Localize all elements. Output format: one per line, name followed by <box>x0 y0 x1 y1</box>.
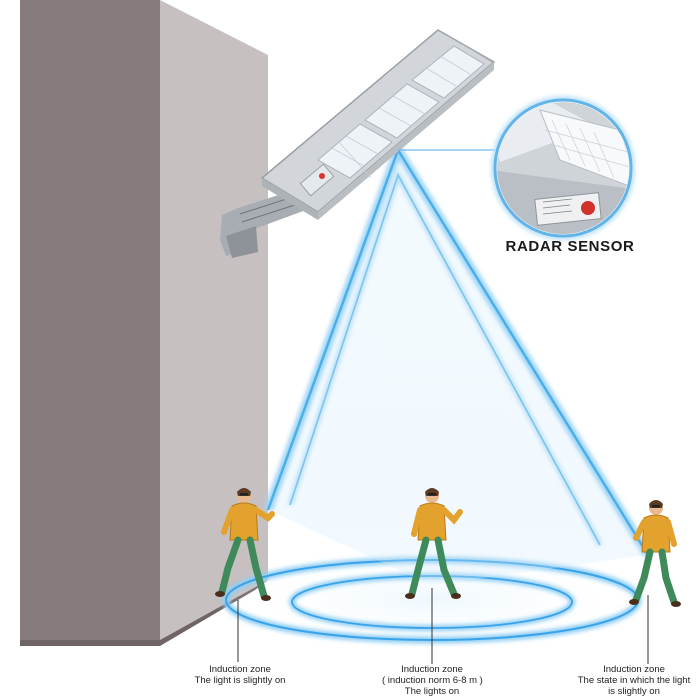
jacket <box>417 502 447 541</box>
zoom-sensor-button <box>581 201 595 215</box>
zone-label-line: is slightly on <box>608 686 660 697</box>
jacket <box>229 502 259 541</box>
zone-label-line: The state in which the light <box>577 675 691 686</box>
pointer-lines <box>237 588 649 664</box>
zone-label-line: ( induction norm 6-8 m ) <box>382 675 483 686</box>
zone-label-left: Induction zone The light is slightly on <box>190 664 290 686</box>
zone-label-right: Induction zone The state in which the li… <box>572 664 696 697</box>
zone-label-line: The lights on <box>404 686 460 697</box>
sensor-led <box>319 173 325 179</box>
radar-sensor-title: RADAR SENSOR <box>505 238 635 255</box>
zone-label-center: Induction zone ( induction norm 6-8 m ) … <box>382 664 483 697</box>
beam-inner <box>289 172 601 546</box>
zone-label-line: Induction zone <box>401 664 463 675</box>
zone-label-line: Induction zone <box>209 664 271 675</box>
sensor-box <box>299 163 335 197</box>
radar-sensor-zoom <box>491 96 635 240</box>
zone-label-line: Induction zone <box>603 664 665 675</box>
wall <box>20 0 268 646</box>
person-right <box>629 500 681 607</box>
detection-beam <box>263 139 652 585</box>
led-panels <box>317 45 485 179</box>
person-center <box>405 488 463 599</box>
zone-label-line: The light is slightly on <box>194 675 286 686</box>
person-left <box>215 488 275 601</box>
wall-front <box>20 0 160 640</box>
jacket <box>641 514 671 553</box>
street-lamp <box>260 29 496 220</box>
wall-side <box>160 0 268 640</box>
